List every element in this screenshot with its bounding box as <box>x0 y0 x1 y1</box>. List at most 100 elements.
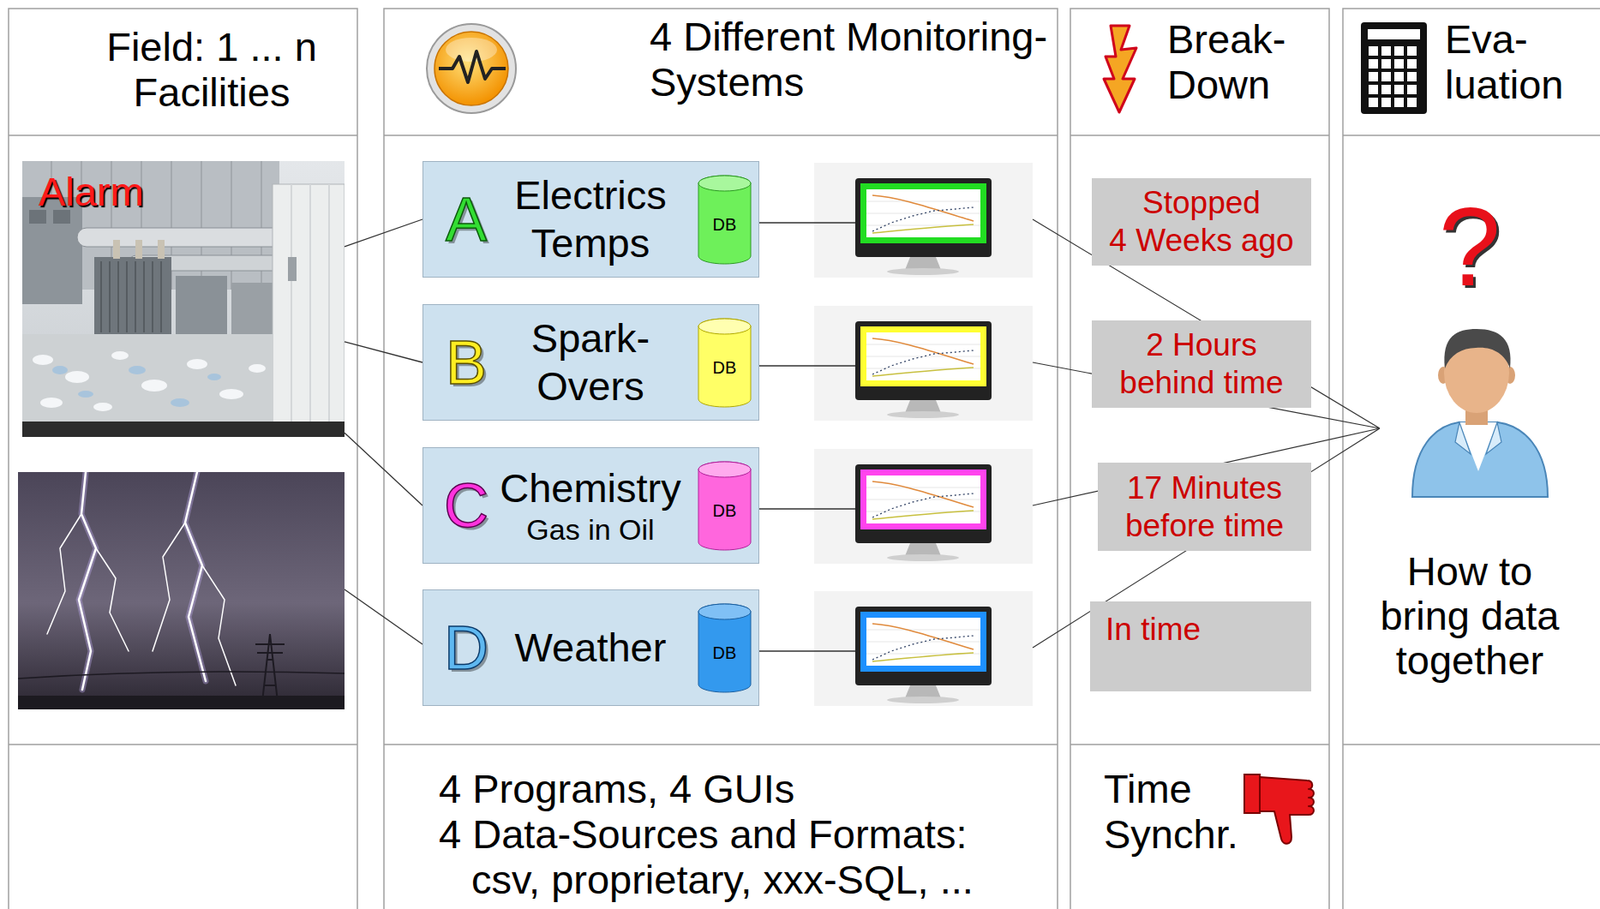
monitoring-icon <box>426 23 516 114</box>
lightning-photo <box>17 671 345 679</box>
calculator-icon <box>1394 84 1404 95</box>
monitor-screen <box>814 449 1033 564</box>
calculator-icon <box>1407 97 1417 108</box>
calculator-icon <box>1368 46 1417 108</box>
column-heading: Field: 1 ... n Facilities <box>91 23 332 115</box>
database-cylinder: DB <box>697 460 752 552</box>
facility-photo <box>93 402 113 412</box>
breakdown-box: 17 Minutes before time <box>1097 462 1312 552</box>
database-cylinder: DB <box>697 602 752 695</box>
lightning-photo <box>17 472 345 710</box>
calculator-icon <box>1368 46 1379 56</box>
calculator-icon <box>1381 71 1391 82</box>
database-outline <box>698 461 751 478</box>
monitoring-icon <box>426 23 516 114</box>
database-label: DB <box>713 642 738 664</box>
monitor-screen <box>860 469 987 530</box>
lightning-photo <box>47 472 236 690</box>
calculator-icon <box>1394 46 1404 56</box>
monitor-screen <box>860 611 987 672</box>
facility-photo <box>32 351 266 412</box>
facility-photo <box>22 161 345 438</box>
table-grid <box>1342 135 1600 745</box>
monitor-screen <box>866 475 981 524</box>
monitoring-icon <box>434 31 509 106</box>
calculator-icon <box>1367 29 1421 40</box>
lightning-photo <box>202 565 236 686</box>
system-name: Electrics Temps <box>491 171 690 268</box>
database-outline <box>698 318 751 408</box>
database-outline <box>698 461 751 551</box>
breakdown-status: 17 Minutes before time <box>1106 469 1303 546</box>
table-grid <box>8 8 1600 909</box>
column-heading: 4 Different Monitoring-Systems <box>649 13 1053 105</box>
calculator-icon <box>1368 71 1379 82</box>
breakdown-box: Stopped 4 Weeks ago <box>1091 178 1312 266</box>
question-mark: ? <box>1418 191 1522 303</box>
lightning-photo <box>185 472 206 682</box>
table-grid <box>383 8 1058 909</box>
calculator-icon <box>1360 22 1427 114</box>
system-text-column: Spark- Overs <box>491 314 690 411</box>
database-outline <box>698 175 751 264</box>
facility-photo <box>77 227 283 247</box>
database-cylinder: DB <box>697 173 752 266</box>
calculator-icon <box>1368 59 1379 69</box>
lightning-photo <box>47 514 82 635</box>
system-letter: D <box>440 617 492 679</box>
facility-photo <box>135 239 143 259</box>
lightning-photo <box>78 472 96 690</box>
monitor-screen <box>866 617 981 666</box>
facility-photo <box>113 239 120 259</box>
column-heading: Eva- luation <box>1444 16 1591 108</box>
facility-photo <box>22 161 345 438</box>
facility-photo <box>186 359 208 370</box>
system-text-column: ChemistryGas in Oil <box>491 464 690 548</box>
calculator-icon <box>1407 84 1417 95</box>
monitoring-system-box: CChemistryGas in OilDB <box>422 447 760 564</box>
calculator-icon <box>1381 46 1391 56</box>
table-grid <box>1070 135 1330 745</box>
facility-photo <box>52 365 68 375</box>
database-cylinder: DB <box>697 317 752 409</box>
connector-line <box>344 219 423 247</box>
facility-photo <box>157 239 165 259</box>
table-grid <box>1070 8 1330 909</box>
calculator-icon <box>1407 46 1417 56</box>
breakdown-status: 2 Hours behind time <box>1100 326 1303 402</box>
facility-photo <box>22 334 273 425</box>
database-outline <box>698 318 751 335</box>
monitor-screen <box>860 183 987 244</box>
facility-photo <box>101 261 162 333</box>
monitoring-system-box: BSpark- OversDB <box>422 304 760 421</box>
connector-line <box>344 432 423 506</box>
summary-note: 4 Programs, 4 GUIs <box>438 766 795 812</box>
calculator-icon <box>1407 59 1417 69</box>
system-text-column: Electrics Temps <box>491 171 690 268</box>
facility-photo <box>40 397 63 408</box>
summary-note: Time Synchr. <box>1103 766 1259 857</box>
table-grid <box>1342 8 1600 909</box>
facility-photo <box>128 365 146 375</box>
facility-photo <box>170 398 190 408</box>
facility-photo: Alarm <box>22 161 345 438</box>
calculator-icon <box>1407 71 1417 82</box>
facility-photo <box>141 379 168 392</box>
breakdown-box: 2 Hours behind time <box>1091 320 1312 408</box>
system-name: Weather <box>515 623 667 672</box>
calculator-icon <box>1368 84 1379 95</box>
system-name: Spark- Overs <box>491 314 690 411</box>
person-icon <box>1455 422 1502 455</box>
lightning-photo <box>185 472 206 682</box>
lightning-photo <box>95 548 129 652</box>
person-icon <box>1412 329 1548 498</box>
monitor-screen <box>855 464 992 562</box>
monitoring-system-box: D Weather DB <box>422 589 760 707</box>
lightning-photo <box>17 472 345 710</box>
breakdown-icon <box>1103 25 1137 113</box>
system-text-column: Weather <box>491 623 690 672</box>
person-icon <box>1412 422 1548 498</box>
thumbs-down-icon <box>1244 774 1314 845</box>
monitor-screen <box>814 305 1033 421</box>
